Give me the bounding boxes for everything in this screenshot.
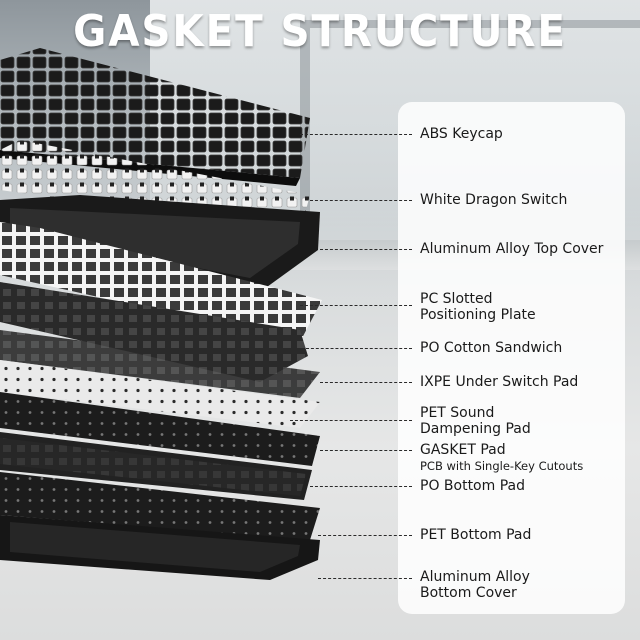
leader-line [306,348,412,349]
leader-line [310,486,412,487]
layer-po-cotton-sandwich [0,282,308,382]
label-line: PO Bottom Pad [420,478,525,494]
label-line: PCB with Single-Key Cutouts [420,459,584,473]
label-ixpe-pad: IXPE Under Switch Pad [420,374,630,390]
label-po-cotton-sandwich: PO Cotton Sandwich [420,340,630,356]
layer-pet-sound-pad [0,360,320,428]
label-line: PET Sound [420,405,495,421]
labels-panel [398,102,625,614]
layer-aluminum-bottom-cover [0,515,320,580]
label-pc-positioning-plate: PC Slotted Positioning Plate [420,291,630,323]
label-aluminum-bottom-cover: Aluminum Alloy Bottom Cover [420,569,630,601]
label-abs-keycap: ABS Keycap [420,126,630,142]
layer-aluminum-top-cover [0,195,320,292]
label-line: GASKET Pad [420,442,506,458]
layer-gasket-pcb [0,392,320,466]
label-pet-bottom-pad: PET Bottom Pad [420,527,630,543]
layer-ixpe-pad [0,330,320,398]
label-pet-sound-pad: PET Sound Dampening Pad [420,405,630,437]
leader-line [320,382,412,383]
leader-line [300,305,412,306]
label-line: White Dragon Switch [420,192,568,208]
leader-line [290,420,412,421]
label-aluminum-top-cover: Aluminum Alloy Top Cover [420,241,630,257]
label-line: IXPE Under Switch Pad [420,374,579,390]
label-white-dragon-switch: White Dragon Switch [420,192,630,208]
label-gasket-pcb: GASKET Pad PCB with Single-Key Cutouts [420,442,630,474]
page-title: GASKET STRUCTURE [73,6,567,57]
label-line: Aluminum Alloy [420,569,530,585]
label-line: Dampening Pad [420,421,531,437]
label-line: Bottom Cover [420,585,517,601]
label-line: Positioning Plate [420,307,536,323]
layer-po-bottom-pad [0,432,312,500]
layer-pet-bottom-pad [0,472,320,540]
leader-line [320,249,412,250]
leader-line [300,134,412,135]
leader-line [318,535,412,536]
label-line: ABS Keycap [420,126,503,142]
label-line: PO Cotton Sandwich [420,340,563,356]
label-line: PC Slotted [420,291,493,307]
label-po-bottom-pad: PO Bottom Pad [420,478,630,494]
label-line: Aluminum Alloy Top Cover [420,241,604,257]
leader-line [320,450,412,451]
leader-line [318,578,412,579]
layer-pc-positioning-plate [0,222,322,342]
label-line: PET Bottom Pad [420,527,532,543]
leader-line [310,200,412,201]
